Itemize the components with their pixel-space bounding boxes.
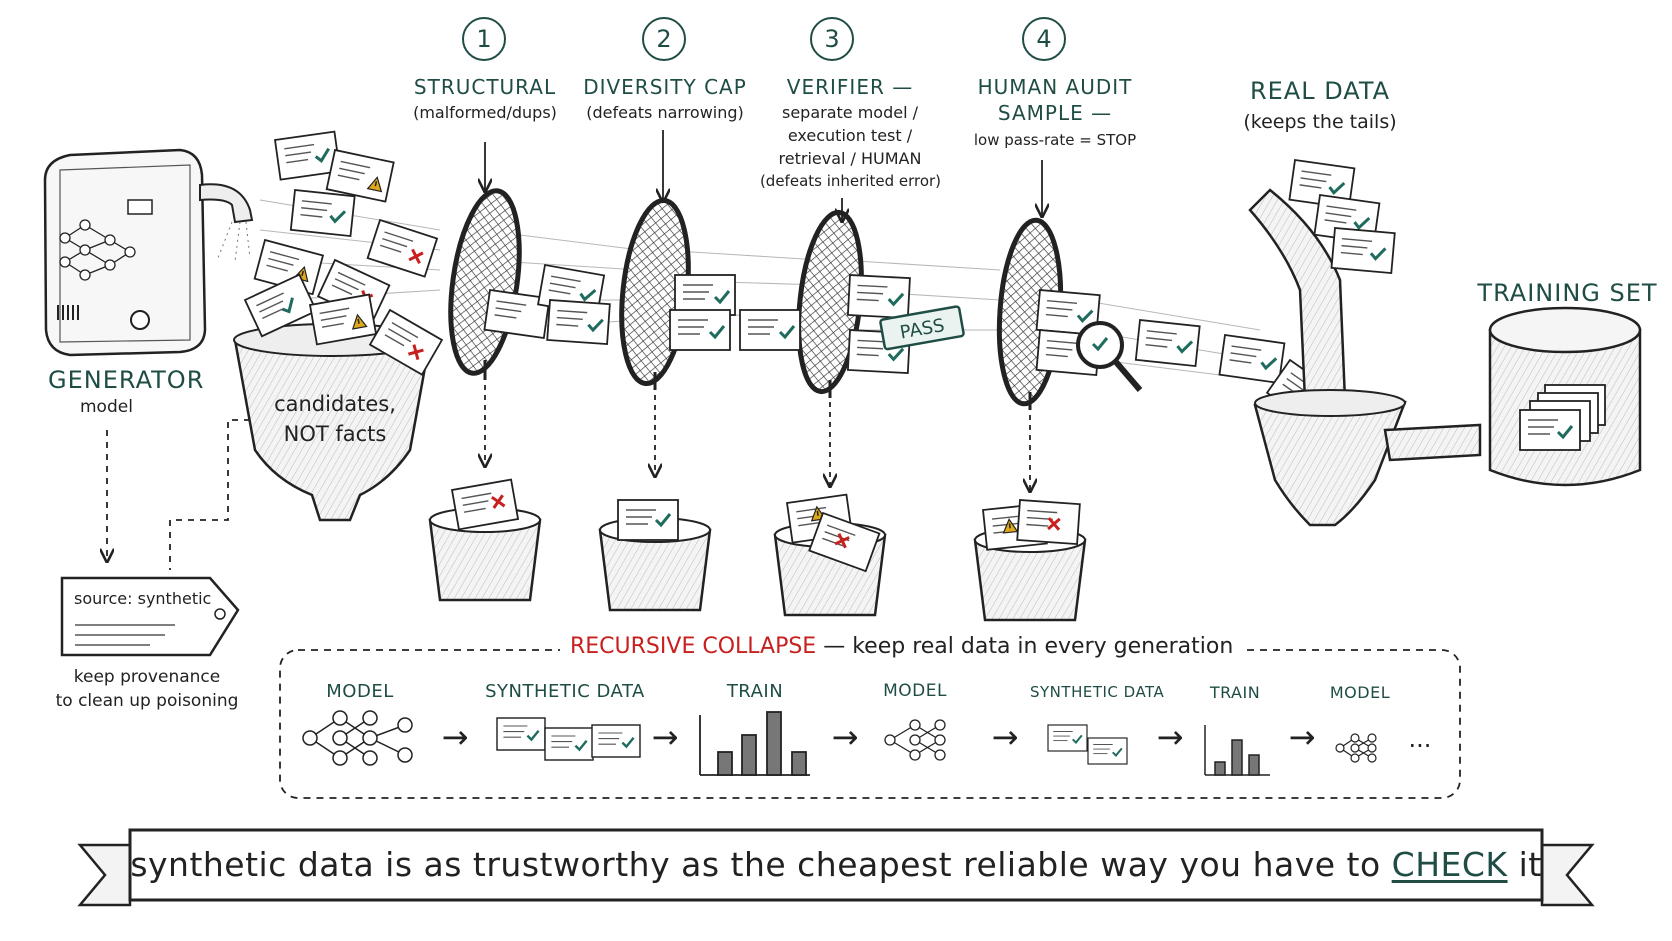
- collapse-step-synthetic-2: SYNTHETIC DATA: [1030, 683, 1165, 701]
- collapse-synthetic-docs: [496, 717, 641, 761]
- generator-machine: [43, 148, 254, 357]
- banner-check-word: CHECK: [1391, 845, 1508, 884]
- collapse-step-train-2: TRAIN: [1209, 683, 1261, 702]
- collapse-step-model-2: MODEL: [883, 681, 947, 701]
- funnel-line-2: NOT facts: [283, 422, 387, 446]
- stage-4-desc: low pass-rate = STOP: [973, 131, 1137, 149]
- provenance-connectors: [107, 419, 250, 570]
- provenance-tag: [60, 576, 240, 657]
- arrow-glyph: →: [992, 718, 1019, 756]
- filter-structural: [448, 188, 522, 380]
- banner-text-end: it: [1518, 845, 1542, 884]
- arrow-glyph: →: [832, 718, 859, 756]
- stage-1-title: STRUCTURAL: [413, 75, 557, 99]
- arrow-glyph: →: [1289, 718, 1316, 756]
- collapse-step-model-3: MODEL: [1329, 683, 1391, 702]
- magnifier-icon: [1076, 321, 1143, 392]
- stage-3-title: VERIFIER —: [786, 75, 914, 99]
- real-data-pipe: [1248, 159, 1482, 527]
- stage-4-title-2: SAMPLE —: [997, 101, 1113, 125]
- stage-2-number: 2: [642, 17, 686, 61]
- stage-3-desc-3: retrieval / HUMAN: [778, 149, 922, 168]
- stage-4-title: HUMAN AUDIT: [977, 75, 1133, 99]
- stage-2-title: DIVERSITY CAP: [583, 75, 747, 99]
- collapse-train-chart-2: [1204, 725, 1270, 776]
- collapse-model-icon: [302, 710, 413, 766]
- arrow-glyph: →: [1157, 718, 1184, 756]
- reject-bin-1: [428, 478, 542, 602]
- collapse-flow: → → → → → →: [302, 710, 1377, 776]
- collapse-synthetic-docs-2: [1047, 724, 1128, 765]
- collapse-model-icon-2: [884, 719, 946, 761]
- provenance-note-2: to clean up poisoning: [55, 691, 239, 711]
- collapse-ellipsis: ...: [1408, 725, 1432, 753]
- collapse-step-synthetic-1: SYNTHETIC DATA: [485, 681, 645, 702]
- collapse-title-rest: — keep real data in every generation: [823, 634, 1234, 659]
- collapse-title-red: RECURSIVE COLLAPSE: [570, 634, 817, 659]
- arrow-glyph: →: [442, 718, 469, 756]
- stage-1-desc: (malformed/dups): [413, 103, 557, 122]
- stage-3-number: 3: [810, 17, 854, 61]
- provenance-tag-label: source: synthetic: [74, 589, 212, 608]
- banner-text: synthetic data is as trustworthy as the …: [130, 846, 1542, 884]
- training-set-title: TRAINING SET: [1477, 279, 1658, 307]
- reject-arrows: [485, 385, 1030, 490]
- stage-3-desc-1: separate model /: [781, 103, 919, 122]
- stage-4-number: 4: [1022, 17, 1066, 61]
- real-data-subtitle: (keeps the tails): [1243, 111, 1397, 133]
- collapse-train-chart: [699, 711, 810, 776]
- collapse-title: RECURSIVE COLLAPSE — keep real data in e…: [560, 634, 1244, 660]
- generator-subtitle: model: [80, 397, 133, 417]
- bottom-ribbon: [77, 828, 1595, 907]
- collapse-step-model-1: MODEL: [326, 681, 394, 702]
- arrow-glyph: →: [652, 718, 679, 756]
- pass-stamp: PASS: [879, 305, 965, 351]
- generator-title: GENERATOR: [48, 366, 205, 394]
- reject-bin-4: [973, 499, 1087, 622]
- reject-bin-3: [773, 493, 887, 617]
- banner-text-main: synthetic data is as trustworthy as the …: [130, 845, 1381, 884]
- training-set-cylinder: [1488, 306, 1642, 487]
- stage-2-desc: (defeats narrowing): [586, 103, 744, 122]
- stage-3-desc-4: (defeats inherited error): [759, 172, 942, 190]
- reject-bin-2: [598, 499, 712, 612]
- stage-1-number: 1: [462, 17, 506, 61]
- neural-net-icon: [59, 219, 136, 281]
- funnel-line-1: candidates,: [274, 392, 396, 416]
- stage-3-desc-2: execution test /: [787, 126, 913, 145]
- provenance-note-1: keep provenance: [73, 667, 221, 687]
- stage-arrows: [485, 130, 1042, 220]
- collapse-step-train-1: TRAIN: [726, 681, 784, 702]
- collapse-model-icon-3: [1335, 733, 1377, 763]
- real-data-title: REAL DATA: [1249, 77, 1391, 105]
